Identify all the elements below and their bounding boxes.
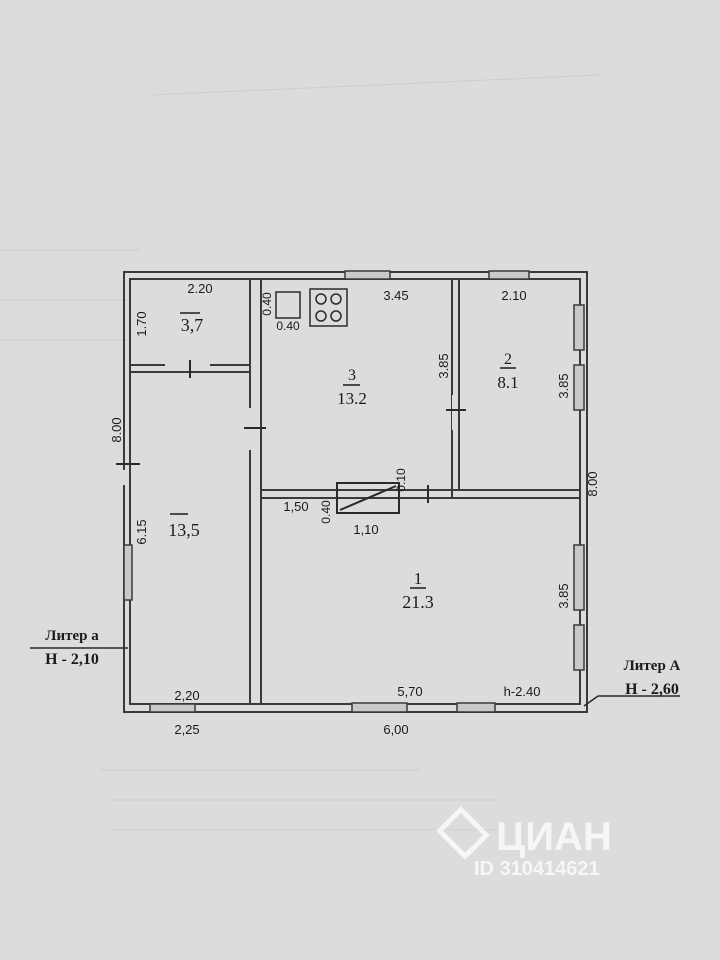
liter-main-title: Литер А [624,658,681,674]
room-3-number: 3 [348,367,356,384]
dim-r37-top: 2.20 [187,281,212,296]
watermark-logo-icon [436,806,490,860]
windows [123,270,585,713]
room-2-area: 8.1 [497,373,518,392]
furnace [336,482,400,514]
watermark-brand: ЦИАН [496,815,612,859]
dim-r3-side: 3.85 [436,353,451,378]
outer-wall [123,271,588,713]
room-13-5-area: 13,5 [168,520,200,540]
dim-left-8: 8.00 [109,417,124,442]
room-1-area: 21.3 [402,592,434,612]
watermark: ЦИАН ID 310414621 [436,806,612,880]
dim-furnace-offset: 1,50 [283,499,308,514]
dim-stove-b: 0.40 [276,319,300,333]
room-3-area: 13.2 [337,389,367,408]
inner-wall-offset [129,278,581,705]
dim-furnace-width: 1,10 [353,522,378,537]
dim-bottom-left-outer: 2,25 [174,722,199,737]
door-marks [116,360,466,503]
dim-r2-side: 3.85 [556,373,571,398]
watermark-id: ID 310414621 [474,858,600,880]
room-3-7-area: 3,7 [181,315,204,335]
dim-bottom-main-outer: 6,00 [383,722,408,737]
liter-main-height: Н - 2,60 [625,681,679,698]
dim-furnace-gap: 0.10 [394,468,408,492]
dim-r135-side: 6.15 [134,519,149,544]
liter-small-height: Н - 2,10 [45,651,99,668]
room-number-overlines [170,312,516,589]
walls [123,271,588,713]
liter-small-title: Литер а [45,628,99,644]
background-faint-text [0,74,601,831]
room-2-number: 2 [504,351,512,368]
dim-bottom-left-inner: 2,20 [174,688,199,703]
dim-bottom-main-inner: 5,70 [397,684,422,699]
dim-r2-top: 2.10 [501,288,526,303]
dim-stove-a: 0.40 [260,292,274,316]
room-1-number: 1 [414,569,423,588]
dim-r3-top: 3.45 [383,288,408,303]
dim-right-8: 8.00 [585,471,600,496]
liter-leaders [30,647,680,707]
dim-height-mark: h-2.40 [504,684,541,699]
dim-furnace-depth: 0.40 [319,500,333,524]
dim-r1-side: 3.85 [556,583,571,608]
stove [275,288,348,327]
dim-r37-side: 1.70 [134,311,149,336]
